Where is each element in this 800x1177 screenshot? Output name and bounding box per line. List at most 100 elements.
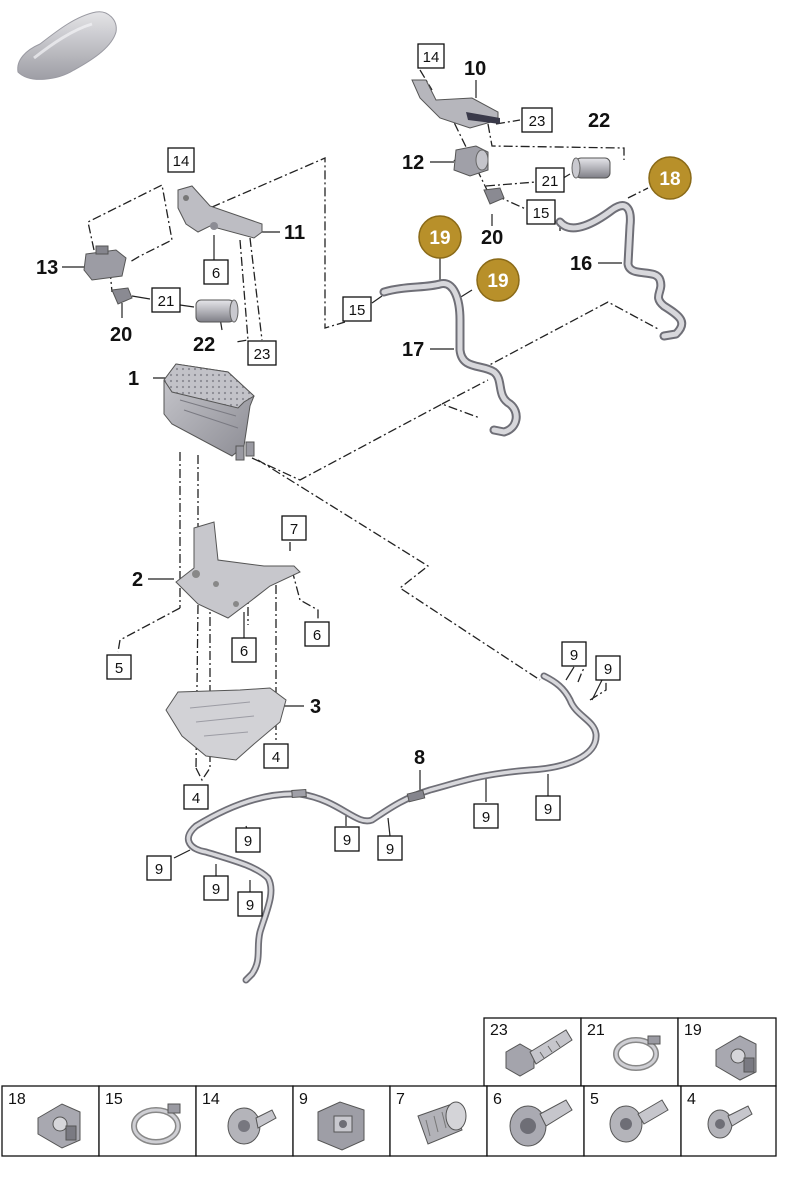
- fastener-cell-15: 15: [98, 1085, 197, 1157]
- boxed-callout-15-left: 15: [342, 296, 372, 322]
- torx-screw-icon: [707, 1105, 753, 1139]
- svg-text:9: 9: [244, 833, 252, 850]
- boxed-callout-4-left: 4: [183, 784, 209, 810]
- svg-text:14: 14: [423, 49, 440, 66]
- svg-text:15: 15: [533, 205, 550, 222]
- callout-22-right: 22: [588, 110, 610, 132]
- rivet-nut-icon: [417, 1101, 467, 1145]
- clip-nut-icon: [317, 1101, 365, 1151]
- svg-text:7: 7: [396, 1091, 405, 1108]
- svg-text:9: 9: [299, 1091, 308, 1108]
- svg-text:18: 18: [8, 1091, 26, 1108]
- svg-text:6: 6: [313, 627, 321, 644]
- boxed-callout-9-h: 9: [146, 855, 172, 881]
- svg-text:4: 4: [272, 749, 280, 766]
- fastener-cell-23: 23: [483, 1017, 582, 1087]
- boxed-callout-7: 7: [281, 515, 307, 541]
- fastener-table: 23 21 19: [1, 1017, 777, 1157]
- fastener-cell-19: 19: [677, 1017, 777, 1087]
- callout-1: 1: [128, 368, 139, 390]
- callout-2: 2: [132, 569, 143, 591]
- svg-text:19: 19: [487, 271, 508, 292]
- callout-11: 11: [284, 222, 305, 244]
- fastener-cell-14: 14: [195, 1085, 294, 1157]
- boxed-callout-23-right: 23: [521, 107, 553, 133]
- svg-text:5: 5: [115, 660, 123, 677]
- callout-8: 8: [414, 747, 425, 769]
- boxed-callout-23-left: 23: [247, 340, 277, 366]
- callout-20-right: 20: [481, 227, 503, 249]
- svg-text:4: 4: [192, 790, 200, 807]
- parts: [83, 79, 687, 984]
- bolt-hex-icon: [505, 1029, 573, 1077]
- callout-10: 10: [464, 58, 486, 80]
- boxed-callout-6-right: 6: [304, 621, 330, 647]
- fastener-cell-4: 4: [680, 1085, 777, 1157]
- gold-badges: 18 19 19: [418, 156, 692, 302]
- boxed-callout-21-left: 21: [151, 287, 181, 313]
- callout-16: 16: [570, 253, 592, 275]
- svg-text:9: 9: [212, 881, 220, 898]
- fastener-cell-7: 7: [389, 1085, 488, 1157]
- svg-text:9: 9: [604, 661, 612, 678]
- callout-numbers: 1 2 3 8 10 11 12 13 16 17 20 20 22 22: [36, 58, 610, 769]
- svg-text:6: 6: [212, 265, 220, 282]
- svg-text:21: 21: [542, 173, 559, 190]
- callout-22-left: 22: [193, 334, 215, 356]
- svg-text:15: 15: [349, 302, 366, 319]
- fastener-cell-18: 18: [1, 1085, 100, 1157]
- callout-3: 3: [310, 696, 321, 718]
- fastener-cell-9: 9: [292, 1085, 391, 1157]
- svg-text:14: 14: [202, 1091, 220, 1108]
- svg-text:9: 9: [155, 861, 163, 878]
- svg-text:5: 5: [590, 1091, 599, 1108]
- badge-18: 18: [648, 156, 692, 200]
- callout-17: 17: [402, 339, 424, 361]
- fastener-cell-21: 21: [580, 1017, 679, 1087]
- boxed-callout-9-b: 9: [595, 655, 621, 681]
- svg-text:9: 9: [246, 897, 254, 914]
- flange-screw-icon: [227, 1107, 277, 1145]
- boxed-callout-6-top: 6: [203, 259, 229, 285]
- svg-text:9: 9: [386, 841, 394, 858]
- boxed-callouts: 14 14 23 23 21 21 15 15 6 6 6 7 5 4 4 9 …: [106, 43, 621, 917]
- svg-text:23: 23: [529, 113, 546, 130]
- fastener-cell-6: 6: [486, 1085, 585, 1157]
- svg-text:21: 21: [158, 293, 175, 310]
- boxed-callout-9-a: 9: [561, 641, 587, 667]
- pipe-clip-icon: [37, 1103, 81, 1149]
- svg-text:9: 9: [482, 809, 490, 826]
- boxed-callout-9-c: 9: [535, 795, 561, 821]
- boxed-callout-4-right: 4: [263, 743, 289, 769]
- svg-text:6: 6: [493, 1091, 502, 1108]
- callout-20-left: 20: [110, 324, 132, 346]
- boxed-callout-6-mid: 6: [231, 637, 257, 663]
- svg-text:9: 9: [544, 801, 552, 818]
- hose-clamp-icon: [613, 1035, 661, 1071]
- svg-text:21: 21: [587, 1022, 605, 1039]
- boxed-callout-14-right: 14: [417, 43, 445, 69]
- svg-text:7: 7: [290, 521, 298, 538]
- boxed-callout-9-j: 9: [237, 891, 263, 917]
- boxed-callout-9-e: 9: [377, 835, 403, 861]
- boxed-callout-9-f: 9: [334, 826, 360, 852]
- svg-text:23: 23: [254, 346, 271, 363]
- fastener-cell-5: 5: [583, 1085, 682, 1157]
- callout-13: 13: [36, 257, 58, 279]
- torx-flange-bolt-icon: [509, 1099, 573, 1147]
- svg-text:23: 23: [490, 1022, 508, 1039]
- boxed-callout-21-right: 21: [535, 167, 565, 193]
- pipe-clip-icon: [715, 1035, 757, 1081]
- svg-text:9: 9: [570, 647, 578, 664]
- hose-clamp-icon: [131, 1103, 181, 1145]
- badge-19-right: 19: [476, 258, 520, 302]
- boxed-callout-5: 5: [106, 654, 132, 680]
- callout-12: 12: [402, 152, 424, 174]
- svg-text:15: 15: [105, 1091, 123, 1108]
- svg-text:14: 14: [173, 153, 190, 170]
- boxed-callout-14-left: 14: [167, 147, 195, 173]
- svg-text:18: 18: [659, 169, 680, 190]
- car-silhouette-icon: [17, 11, 117, 80]
- badge-19-left: 19: [418, 215, 462, 259]
